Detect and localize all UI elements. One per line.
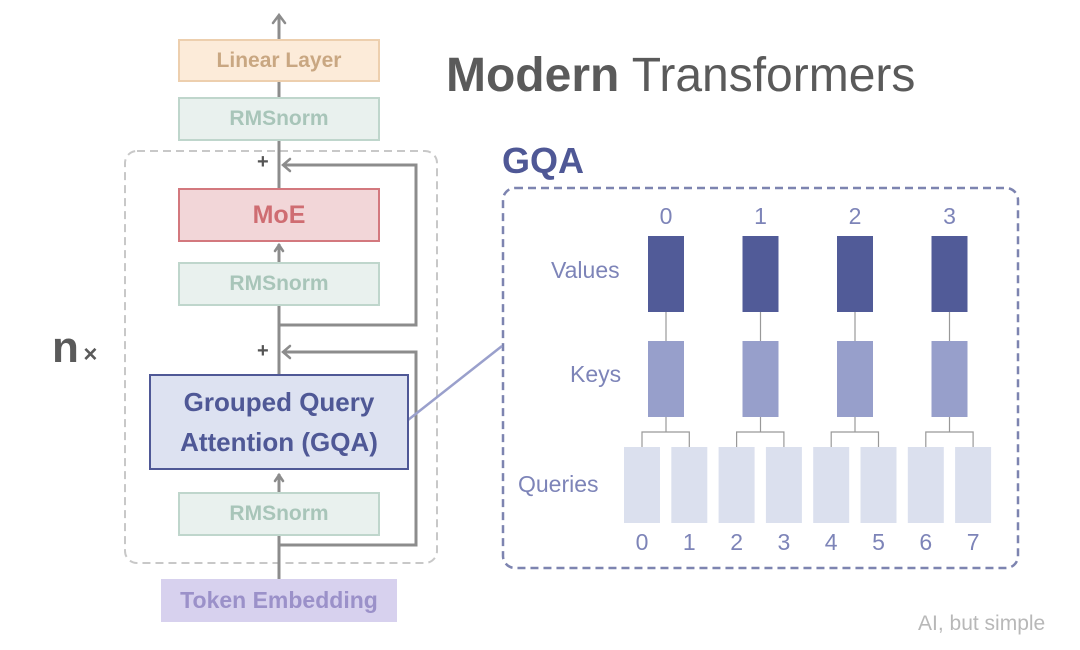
residual-plus-top: + [257,151,269,173]
query-head-7 [955,447,992,523]
key-head-0 [648,341,684,417]
gqa-block-box: Grouped Query Attention (GQA) [149,374,409,470]
rmsnorm-top-box: RMSnorm [178,97,380,141]
layer-repeat-container [124,150,438,564]
repeat-n: n [52,323,79,372]
value-head-3 [931,236,968,312]
arrowhead-residual-1 [281,344,292,360]
value-head-2 [837,236,873,312]
repeat-count-label: n × [52,323,97,373]
title-regular: Transformers [631,49,916,102]
key-query-bracket [735,431,785,447]
arrowhead-residual-2 [281,157,292,173]
token-embedding-label: Token Embedding [180,587,378,613]
query-head-3 [765,447,802,523]
token-embedding-box: Token Embedding [161,579,397,622]
page-title: Modern Transformers [446,46,915,106]
query-head-2 [718,447,755,523]
query-head-4 [813,447,850,523]
head-index-label: 1 [754,203,767,229]
linear-layer-box: Linear Layer [178,39,380,82]
arrowhead-output [271,12,287,25]
key-query-bracket [925,431,974,447]
residual-connection-2 [279,163,418,327]
value-head-0 [648,236,684,312]
key-head-2 [837,341,873,417]
query-index-label: 7 [966,529,980,555]
query-index-label: 5 [872,529,885,555]
query-head-0 [624,447,660,523]
rmsnorm-mid-box: RMSnorm [178,262,380,306]
query-index-label: 4 [824,529,838,555]
gqa-title: GQA [502,140,585,181]
gqa-block-label-line2: Attention (GQA) [180,427,378,457]
arrowhead-gqa [273,472,285,483]
residual-plus-bottom: + [257,340,269,362]
head-index-label: 2 [848,203,862,229]
gqa-block-label-line1: Grouped Query [183,387,375,417]
key-head-1 [742,341,779,417]
keys-row-label: Keys [570,361,622,387]
values-row-label: Values [551,257,620,283]
value-head-1 [742,236,779,312]
query-index-label: 2 [730,529,743,555]
residual-connection-1 [279,350,418,547]
query-index-label: 3 [777,529,791,555]
rmsnorm-bottom-box: RMSnorm [178,492,380,536]
linear-layer-label: Linear Layer [216,48,342,72]
query-index-label: 1 [682,529,696,555]
query-index-label: 0 [635,529,649,555]
rmsnorm-mid-label: RMSnorm [229,272,329,295]
watermark: AI, but simple [918,612,1046,635]
repeat-times-icon: × [83,341,98,368]
key-query-bracket [641,431,690,447]
query-index-label: 6 [919,529,933,555]
query-head-6 [907,447,944,523]
arrowhead-moe [273,242,285,253]
moe-label: MoE [252,200,306,229]
head-index-label: 0 [659,203,673,229]
rmsnorm-bottom-label: RMSnorm [229,502,329,525]
rmsnorm-top-label: RMSnorm [229,107,329,130]
queries-row-label: Queries [518,471,599,497]
title-bold: Modern [446,49,620,102]
key-query-bracket [830,431,880,447]
moe-box: MoE [178,188,380,242]
query-head-5 [860,447,897,523]
key-head-3 [931,341,968,417]
head-index-label: 3 [943,203,956,229]
gqa-zoom-connector [407,345,503,421]
query-head-1 [671,447,708,523]
